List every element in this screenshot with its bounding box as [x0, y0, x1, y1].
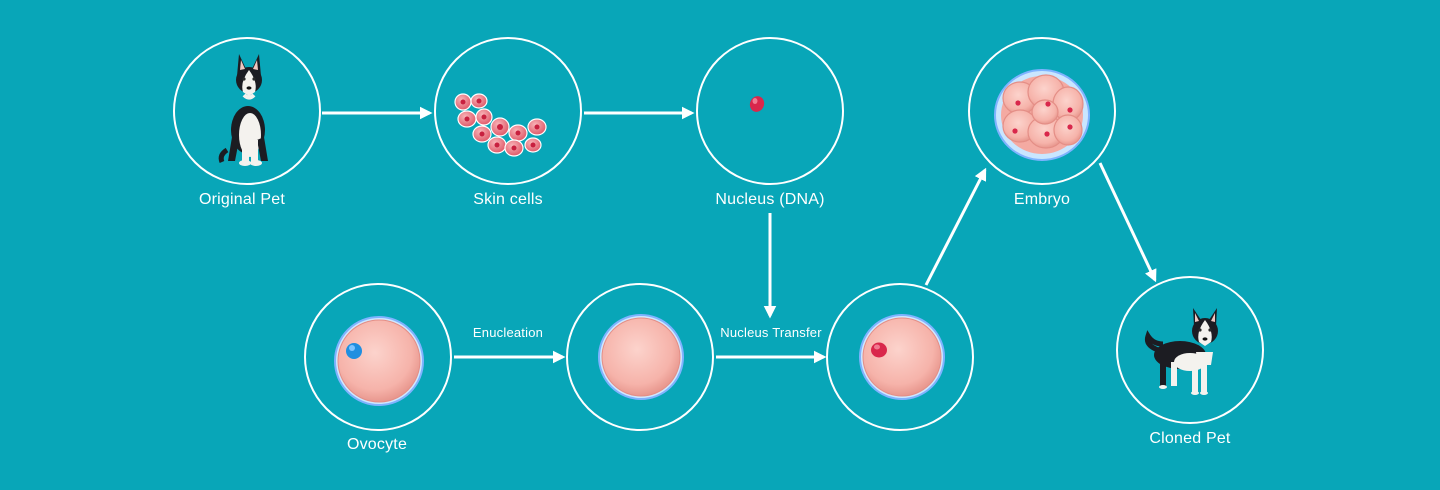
- node-circle-skin-cells: [434, 37, 582, 185]
- skin-cells-cluster-icon: [454, 93, 547, 157]
- arrow-to-embryo: [924, 167, 987, 286]
- label-cloned-pet: Cloned Pet: [1149, 430, 1231, 447]
- node-circle-nucleus: [696, 37, 844, 185]
- label-skin-cells: Skin cells: [473, 191, 543, 208]
- node-circle-original-pet: [173, 37, 321, 185]
- node-circle-cloned-pet: [1116, 276, 1264, 424]
- husky-sitting-icon: [218, 54, 268, 166]
- embryo-icon: [994, 69, 1090, 161]
- label-ovocyte: Ovocyte: [346, 436, 408, 453]
- ovocyte-blue-nucleus-icon: [334, 316, 424, 406]
- label-nucleus-dna: Nucleus (DNA): [715, 191, 825, 208]
- red-nucleus-icon: [749, 96, 765, 112]
- node-circle-transferred: [826, 283, 974, 431]
- enucleated-cell-icon: [598, 314, 684, 400]
- label-enucleation: Enucleation: [472, 325, 544, 340]
- husky-standing-icon: [1145, 308, 1218, 395]
- node-circle-embryo: [968, 37, 1116, 185]
- arrow-to-cloned-pet: [1098, 162, 1157, 283]
- label-embryo: Embryo: [1013, 191, 1071, 208]
- label-nucleus-transfer: Nucleus Transfer: [720, 325, 822, 340]
- arrows: [322, 106, 1157, 364]
- cell-red-nucleus-icon: [859, 314, 945, 400]
- label-original-pet: Original Pet: [199, 191, 285, 208]
- node-circle-enucleated: [566, 283, 714, 431]
- node-circle-ovocyte: [304, 283, 452, 431]
